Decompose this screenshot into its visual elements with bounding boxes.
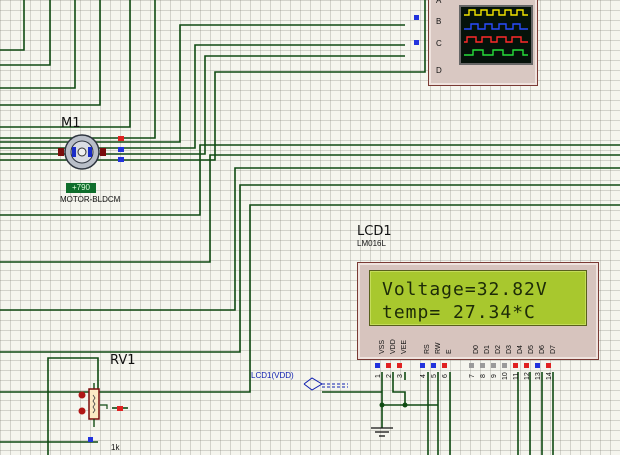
ground-symbol	[371, 427, 393, 437]
lcd-pin-number: 14	[546, 372, 553, 380]
lcd-pin-name: E	[446, 349, 453, 354]
net-label-lcd-vdd[interactable]: LCD1(VDD)	[251, 371, 294, 380]
wire	[0, 0, 101, 106]
wire	[0, 0, 76, 89]
lcd-pin-number: 5	[431, 374, 438, 378]
lcd-pin-marker	[386, 363, 391, 368]
motor-part-name: MOTOR-BLDCM	[60, 195, 121, 204]
scope-channel-d: D	[436, 66, 442, 75]
wire	[0, 154, 620, 263]
lcd-pin-number: 10	[502, 372, 509, 380]
lcd-pin-number: 4	[420, 374, 427, 378]
pin-marker	[414, 40, 419, 45]
lcd-pin-number: 8	[480, 374, 487, 378]
lcd-pin-number: 7	[469, 374, 476, 378]
pot-value: 1k	[111, 443, 120, 452]
lcd-pin-number: 13	[535, 372, 542, 380]
lcd-pin-number: 2	[386, 374, 393, 378]
lcd-pin-name: D5	[528, 345, 535, 354]
motor-pin-marker	[118, 157, 124, 162]
scope-channel-a: A	[436, 0, 442, 5]
wire	[0, 167, 620, 311]
lcd-pin-name: RS	[424, 344, 431, 354]
oscilloscope[interactable]: A B C D	[428, 0, 538, 86]
trace-b	[464, 23, 528, 30]
lcd-pin-marker	[397, 363, 402, 368]
lcd-pin-marker	[513, 363, 518, 368]
scope-channel-b: B	[436, 17, 442, 26]
lcd-pin-number: 12	[524, 372, 531, 380]
wire	[0, 0, 131, 128]
lcd-part-name: LM016L	[357, 239, 386, 248]
lcd-pin-number: 1	[375, 374, 382, 378]
junction-dot	[379, 402, 385, 408]
motor-bldc[interactable]	[58, 133, 108, 173]
trace-c	[464, 36, 528, 43]
lcd-pin-number: 3	[397, 374, 404, 378]
lcd-pin-marker	[420, 363, 425, 368]
lcd-pin-name: D7	[550, 345, 557, 354]
potentiometer-symbol	[78, 383, 108, 427]
trace-d	[464, 49, 528, 56]
lcd-pin-marker	[480, 363, 485, 368]
junction-dot	[402, 402, 408, 408]
lcd-pin-number: 9	[491, 374, 498, 378]
wire	[0, 0, 51, 66]
motor-speed-display: +790	[66, 183, 96, 193]
lcd-pin-marker	[431, 363, 436, 368]
lcd-pin-name: D1	[484, 345, 491, 354]
lcd-pin-name: D2	[495, 345, 502, 354]
wire	[392, 372, 406, 405]
lcd-pin-marker	[375, 363, 380, 368]
potentiometer[interactable]	[74, 383, 114, 433]
pot-pin-marker	[117, 406, 123, 411]
lcd-line-1: Voltage=32.82V	[382, 279, 548, 300]
lcd-pin-marker	[442, 363, 447, 368]
trace-a	[464, 9, 528, 16]
lcd-pin-number: 6	[442, 374, 449, 378]
lcd-pin-name: VSS	[379, 339, 386, 354]
wire	[0, 0, 426, 161]
lcd-module[interactable]: Voltage=32.82V temp= 27.34*C VSS VDD VEE…	[357, 262, 599, 360]
lcd-pin-number: 11	[513, 372, 520, 380]
pot-reference: RV1	[110, 353, 136, 368]
motor-symbol	[58, 134, 106, 170]
lcd-pin-name: D4	[517, 345, 524, 354]
net-label-flag	[303, 377, 348, 391]
lcd-pin-marker	[469, 363, 474, 368]
lcd-pin-name: D3	[506, 345, 513, 354]
lcd-pin-name: VDD	[390, 339, 397, 354]
lcd-pin-name: D6	[539, 345, 546, 354]
lcd-pin-marker	[502, 363, 507, 368]
lcd-screen: Voltage=32.82V temp= 27.34*C	[369, 270, 587, 326]
scope-channel-c: C	[436, 39, 442, 48]
wire	[0, 144, 620, 216]
motor-pin-marker	[118, 147, 124, 152]
wire	[0, 0, 156, 139]
lcd-reference: LCD1	[357, 224, 392, 239]
lcd-pin-name: D0	[473, 345, 480, 354]
lcd-pin-marker	[546, 363, 551, 368]
pot-pin-marker	[88, 437, 93, 442]
wire	[0, 0, 25, 51]
pin-marker	[414, 15, 419, 20]
motor-reference: M1	[61, 116, 81, 131]
wire	[47, 357, 99, 455]
wire	[0, 204, 620, 393]
lcd-pin-name: VEE	[401, 339, 408, 354]
lcd-line-2: temp= 27.34*C	[382, 302, 536, 323]
lcd-pin-marker	[524, 363, 529, 368]
oscilloscope-traces	[464, 9, 528, 56]
lcd-pin-marker	[535, 363, 540, 368]
lcd-pin-name: RW	[435, 342, 442, 354]
oscilloscope-screen	[459, 5, 533, 65]
motor-pin-marker	[118, 136, 124, 141]
wire	[0, 184, 620, 353]
lcd-pin-marker	[491, 363, 496, 368]
